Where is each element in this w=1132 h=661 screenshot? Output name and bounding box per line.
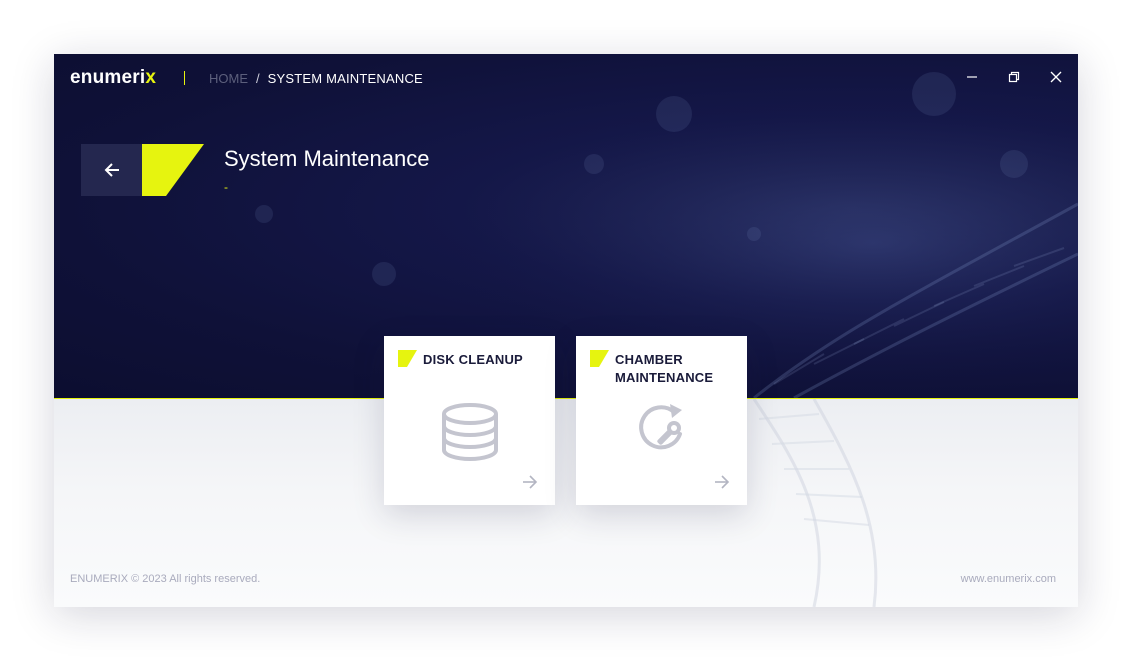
breadcrumb-current: SYSTEM MAINTENANCE — [267, 71, 423, 86]
accent-parallelogram — [142, 144, 204, 196]
page-subtitle: - — [224, 180, 228, 194]
database-icon — [441, 403, 498, 462]
restore-icon — [1008, 71, 1020, 83]
card-accent-tag — [398, 350, 417, 367]
minimize-icon — [967, 76, 977, 78]
card-title: DISK CLEANUP — [423, 352, 523, 367]
logo-divider — [184, 71, 185, 85]
dna-lower-graphic — [752, 399, 878, 607]
chamber-maintenance-card[interactable]: CHAMBER MAINTENANCE — [576, 336, 747, 505]
breadcrumb-separator: / — [256, 71, 260, 86]
close-icon — [1050, 71, 1062, 83]
breadcrumb-home-link[interactable]: HOME — [209, 71, 248, 86]
footer-copyright: ENUMERIX © 2023 All rights reserved. — [70, 573, 261, 585]
card-accent-tag — [590, 350, 609, 367]
card-title: CHAMBER MAINTENANCE — [615, 352, 714, 385]
window-controls — [960, 68, 1068, 86]
disk-cleanup-card[interactable]: DISK CLEANUP — [384, 336, 555, 505]
refresh-wrench-icon — [638, 404, 682, 450]
arrow-right-icon — [715, 475, 730, 489]
hero-banner: enumerix HOME / SYSTEM MAINTENANCE — [54, 54, 1078, 399]
back-button[interactable] — [81, 144, 142, 196]
app-window: enumerix HOME / SYSTEM MAINTENANCE — [54, 54, 1078, 607]
dna-background-graphic — [54, 54, 1078, 398]
minimize-button[interactable] — [960, 68, 984, 86]
page-title: System Maintenance — [224, 146, 430, 171]
arrow-left-icon — [104, 163, 119, 177]
breadcrumb: HOME / SYSTEM MAINTENANCE — [209, 71, 423, 86]
footer-website-link[interactable]: www.enumerix.com — [960, 573, 1056, 585]
restore-button[interactable] — [1002, 68, 1026, 86]
arrow-right-icon — [523, 475, 538, 489]
close-button[interactable] — [1044, 68, 1068, 86]
content-area: ENUMERIX © 2023 All rights reserved. www… — [54, 399, 1078, 607]
enumerix-logo: enumerix — [70, 67, 157, 88]
